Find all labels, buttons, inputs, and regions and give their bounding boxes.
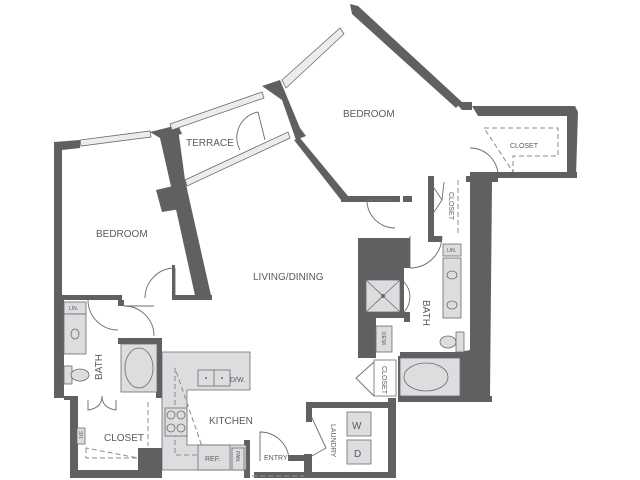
label-bedroom-right: BEDROOM <box>343 109 395 120</box>
label-laundry: LAUNDRY <box>329 424 336 458</box>
label-bedroom-left: BEDROOM <box>96 229 148 240</box>
label-bath-left: BATH <box>94 354 105 380</box>
label-entry: ENTRY <box>264 455 288 462</box>
left-bedroom-walls <box>54 125 212 300</box>
label-closet-right-top: CLOSET <box>510 143 539 150</box>
tub-right <box>399 357 461 397</box>
door-right-bedroom <box>366 199 396 229</box>
vanity-left <box>63 313 87 355</box>
label-terrace: TERRACE <box>186 138 234 149</box>
cooktop[interactable] <box>164 407 188 437</box>
label-bath-right: BATH <box>420 300 431 326</box>
washer <box>346 411 372 437</box>
door-closet-right-top <box>469 147 499 177</box>
label-closet-left: CLOSET <box>104 433 144 444</box>
label-linen-right: LIN. <box>447 248 456 254</box>
door-left-bedroom <box>144 267 176 299</box>
label-dishwasher: D/W. <box>230 377 245 384</box>
desk <box>375 325 393 353</box>
label-refrigerator: REF. <box>205 456 220 463</box>
door-entry[interactable] <box>259 431 290 462</box>
terrace-railing <box>169 91 265 131</box>
label-washer: W <box>352 421 362 432</box>
label-kitchen: KITCHEN <box>209 416 253 427</box>
door-right-bath <box>409 235 443 269</box>
door-left-bath-2 <box>123 305 155 337</box>
pantry[interactable] <box>231 447 245 471</box>
door-laundry <box>311 417 327 457</box>
shelf-left <box>76 427 86 445</box>
label-linen-left: LIN. <box>69 306 78 312</box>
door-terrace <box>236 111 266 151</box>
closet-left-shelf <box>85 447 139 459</box>
label-closet-right-mid: CLOSET <box>447 192 454 221</box>
vanity-right <box>442 243 462 319</box>
label-shelf: SH. <box>77 431 83 439</box>
laundry-walls <box>304 402 390 478</box>
closet-right-low-box <box>373 359 397 397</box>
label-pantry: PAN. <box>234 451 240 462</box>
label-closet-right-low: CLOSET <box>380 366 387 395</box>
right-bedroom-walls <box>262 4 578 202</box>
terrace-slider <box>184 131 291 187</box>
kitchen-sink[interactable] <box>197 369 231 387</box>
door-left-bath <box>87 299 119 331</box>
toilet-left <box>63 365 90 385</box>
label-desk: DESK <box>380 332 386 346</box>
toilet-right <box>439 331 465 353</box>
closet-right-top-shelf <box>483 127 559 174</box>
tub-left <box>120 343 158 393</box>
label-living-dining: LIVING/DINING <box>253 272 324 283</box>
door-closet-left <box>87 395 117 411</box>
label-dryer: D <box>354 449 361 460</box>
window-right-bedroom <box>281 27 345 89</box>
dryer <box>346 439 372 465</box>
door-closet-right-low <box>355 361 375 397</box>
refrigerator[interactable] <box>197 444 231 471</box>
window-left-bedroom <box>79 130 152 147</box>
door-closet-right-mid <box>429 181 445 219</box>
left-bath-walls <box>54 298 162 478</box>
shower <box>365 279 411 313</box>
